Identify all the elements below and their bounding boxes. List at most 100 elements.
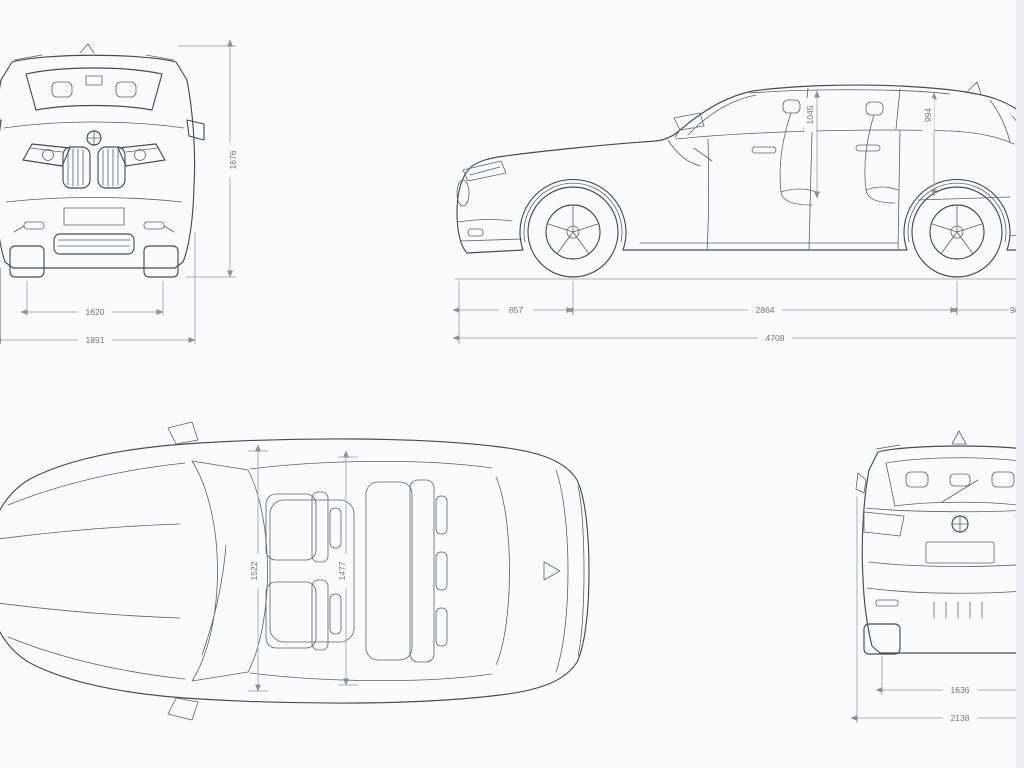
- dim-label-height: 1676: [228, 150, 238, 169]
- front-headrest-right: [115, 81, 137, 98]
- dim-label-gap: [943, 684, 977, 696]
- brand-roundel-icon: [951, 515, 969, 533]
- dim-label-width: 1891: [86, 335, 105, 345]
- dim-label-1045: 1045: [805, 105, 815, 124]
- rear-headrest-2: [435, 551, 448, 591]
- door-handle-rear: [855, 144, 881, 152]
- dim-label-gap: [922, 98, 934, 132]
- front-body-outline: [0, 54, 205, 269]
- top-view: 1522 1477: [0, 421, 590, 721]
- right-edge-strip: [1016, 0, 1024, 768]
- rim: [545, 204, 601, 260]
- dim-front-width: 1891: [0, 232, 196, 346]
- seat-front-left-back: [311, 491, 329, 563]
- dim-label-gap: [499, 304, 533, 316]
- license-plate-rear: [925, 541, 995, 564]
- dim-label-1477: 1477: [337, 561, 347, 580]
- side-grille: [456, 179, 470, 207]
- spokes: [547, 205, 599, 254]
- dim-label-group: 1522: [248, 554, 260, 588]
- dim-front-shoulder: 1522: [248, 444, 268, 692]
- fog-light-side: [467, 228, 484, 237]
- dim-rear-width-mirrors: 2138: [850, 496, 1024, 724]
- dim-label-1522: 1522: [249, 561, 259, 580]
- fog-slit-left: [23, 221, 45, 230]
- top-body-outline: [0, 438, 590, 704]
- top-detail-lines: [0, 421, 585, 721]
- rear-body-outline: [861, 445, 1024, 654]
- front-tire-left: [9, 245, 45, 278]
- dim-label-gap: [227, 143, 239, 177]
- tire-outer: [527, 186, 619, 278]
- front-wheel: [527, 186, 619, 278]
- dim-front-height: 1676: [178, 39, 239, 278]
- dim-label-track: 1620: [86, 307, 105, 317]
- grille-kidney-right: [97, 146, 126, 189]
- rear-view: 1636 2138: [850, 430, 1024, 724]
- dim-label-gap: [943, 712, 977, 724]
- spokes: [931, 205, 983, 254]
- rear-headrest-1: [435, 495, 448, 535]
- dim-label-group: 994: [922, 98, 934, 132]
- rear-wheel: [911, 186, 1003, 278]
- dim-rear-interior-height: 994: [922, 92, 937, 197]
- dim-label-gap: [78, 306, 112, 318]
- license-plate-front: [63, 207, 125, 226]
- rear-bench-back: [409, 479, 435, 663]
- dim-label-gap: [748, 304, 782, 316]
- brand-roundel-icon: [86, 130, 102, 146]
- front-headrest-left: [51, 81, 73, 98]
- headlight-ring-right: [134, 149, 146, 161]
- rear-bench-cushion: [365, 481, 413, 661]
- dim-ext-lines: [458, 281, 958, 344]
- dim-label-group: 1045: [804, 98, 816, 132]
- dim-label-1636: 1636: [951, 685, 970, 695]
- seat-front-left-headrest: [329, 507, 342, 549]
- dim-label-994: 994: [923, 108, 933, 122]
- dim-front-interior-height: 1045: [804, 90, 820, 199]
- front-detail-lines: [3, 43, 185, 247]
- dim-rear-track: 1636: [875, 656, 1024, 696]
- dim-label-2864: 2864: [756, 305, 775, 315]
- reflector-left: [875, 599, 899, 607]
- seat-headrest-rear: [865, 101, 884, 116]
- dim-ext-lines: [0, 232, 196, 344]
- headlight-ring-left: [42, 149, 54, 161]
- front-tire-right: [143, 245, 179, 278]
- dim-side-bottom: 857 2864 987 4708: [452, 281, 1024, 344]
- rear-headrest-3: [435, 607, 448, 647]
- rear-headrest-center: [949, 473, 971, 487]
- dim-label-group: 1676: [227, 143, 239, 177]
- rear-tire-left: [863, 623, 901, 655]
- lower-air-intake: [53, 233, 135, 255]
- dim-label-gap: [336, 554, 348, 588]
- rear-headrest-left: [905, 471, 929, 488]
- dim-label-gap: [248, 554, 260, 588]
- rim: [929, 204, 985, 260]
- side-detail-lines: [457, 81, 1024, 251]
- seat-front-right-headrest: [329, 593, 342, 635]
- dim-label-gap: [78, 334, 112, 346]
- door-handle-front: [751, 146, 777, 154]
- seat-front-right-cushion: [265, 581, 317, 649]
- fog-slit-right: [143, 221, 165, 230]
- grille-kidney-left: [62, 146, 91, 189]
- side-view: 1045 994 857 2864 987 4708: [452, 81, 1024, 344]
- seat-front-right-back: [311, 579, 329, 651]
- rear-headrest-right: [991, 471, 1015, 488]
- side-body-outline: [456, 84, 1024, 254]
- front-view: 1676 1620 1891: [0, 39, 239, 346]
- dim-label-group: 1477: [336, 554, 348, 588]
- dim-rear-shoulder: 1477: [336, 450, 358, 686]
- dim-label-857: 857: [509, 305, 523, 315]
- seat-headrest-front: [782, 99, 801, 114]
- dim-label-gap: [804, 98, 816, 132]
- dim-front-track: 1620: [20, 281, 164, 318]
- dim-label-gap: [758, 332, 792, 344]
- dim-label-4708: 4708: [766, 333, 785, 343]
- rear-detail-lines: [855, 430, 1024, 619]
- tire-outer: [911, 186, 1003, 278]
- dim-label-2138: 2138: [951, 713, 970, 723]
